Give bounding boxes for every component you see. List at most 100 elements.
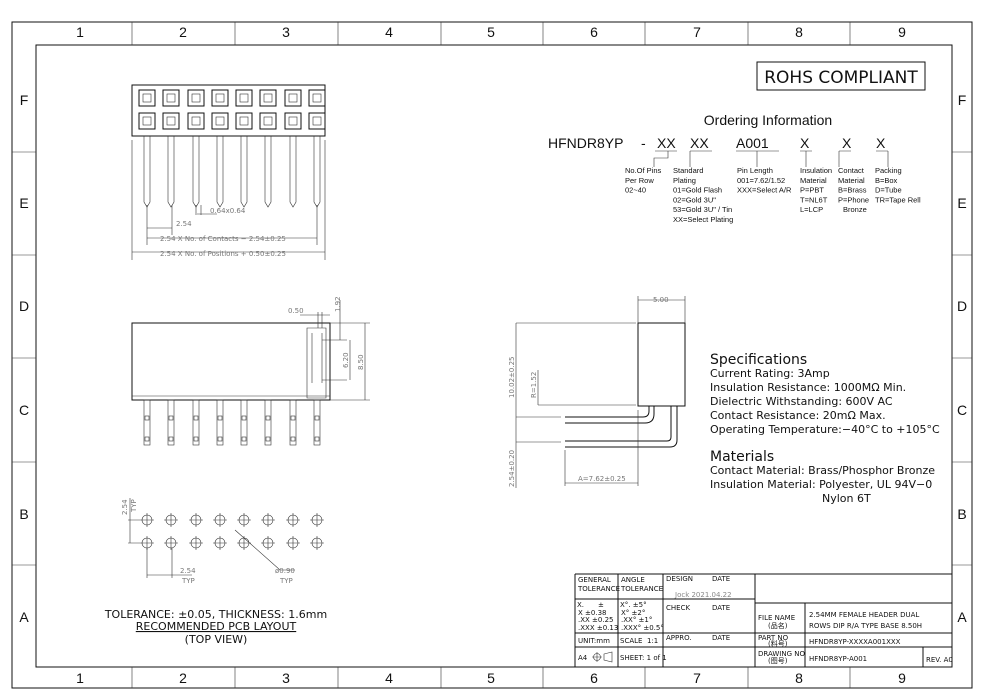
spec-line: Operating Temperature:−40°C to +105°C (710, 423, 940, 436)
drawing-no-label: DRAWING NO (758, 650, 805, 658)
frame-row-label: C (957, 402, 967, 418)
pcb-hole-cross (189, 513, 203, 527)
dim-850: 8.50 (357, 354, 365, 370)
scale-label: SCALE (620, 637, 642, 645)
code-contact: X (842, 135, 852, 151)
contact-cavity (235, 89, 253, 107)
frame-column-label: 2 (179, 24, 187, 40)
part-dash: - (641, 135, 646, 151)
pcb-hole-cross (189, 536, 203, 550)
contact-cavity-inner (166, 116, 176, 126)
ordering-option-packing: Packing (875, 166, 902, 175)
pcb-hole-cross (261, 513, 275, 527)
contact-cavity (259, 112, 277, 130)
frame-column-label: 4 (385, 670, 393, 686)
ordering-option-plating: 02=Gold 3U" (673, 195, 716, 204)
designer: Jock 2021.04.22 (674, 591, 732, 599)
ang-tol-value: .XXX° ±0.5° (621, 624, 664, 632)
pcb-hole-cross (310, 513, 324, 527)
contact-cavity (162, 112, 180, 130)
frame-column-label: 6 (590, 670, 598, 686)
contact-cavity (138, 89, 156, 107)
pin (192, 136, 200, 208)
pin-mark (241, 436, 247, 442)
sheet-size: A4 (578, 654, 588, 662)
contact-cavity-inner (239, 93, 249, 103)
pin (240, 399, 248, 446)
pcb-hole-cross (286, 513, 300, 527)
dim-height: 10.02±0.25 (508, 357, 516, 399)
specifications: Specifications Current Rating: 3Amp Insu… (710, 352, 940, 505)
ordering-option-plating: XX=Select Plating (673, 215, 733, 224)
ordering-option-insulation: Insulation (800, 166, 832, 175)
pin (313, 399, 321, 446)
pcb-tolerance: TOLERANCE: ±0.05, THICKNESS: 1.6mm (104, 608, 327, 621)
contact-cavity-inner (288, 116, 298, 126)
frame-row-label: C (19, 402, 29, 418)
ordering-option-pins: Per Row (625, 176, 654, 185)
pcb-typ: TYP (279, 577, 293, 585)
part-prefix: HFNDR8YP (548, 135, 623, 151)
pin (143, 136, 151, 208)
frame-row-label: F (958, 92, 967, 108)
dim-pitch: 2.54 (176, 220, 192, 228)
contact-cavity-inner (191, 93, 201, 103)
pin (216, 399, 224, 446)
ordering-option-plating: 53=Gold 3U" / Tin (673, 205, 732, 214)
frame-row-label: B (957, 506, 966, 522)
contact-cavity-inner (288, 93, 298, 103)
ordering-option-pin-length: 001=7.62/1.52 (737, 176, 785, 185)
pcb-hole-cross (140, 513, 154, 527)
pcb-hole-cross (213, 513, 227, 527)
gen-tol-value: .XXX ±0.13 (578, 624, 618, 632)
date-label: DATE (712, 575, 730, 583)
pin (143, 399, 151, 446)
pcb-layout: 2.54 TYP 2.54 TYP ø0.90 TYP TOLERANCE: ±… (104, 498, 327, 646)
contact-cavity (187, 89, 205, 107)
pin-mark (193, 436, 199, 442)
contact-cavity (187, 112, 205, 130)
material-line: Contact Material: Brass/Phosphor Bronze (710, 464, 935, 477)
contact-cavity (284, 89, 302, 107)
file-name: ROWS DIP R/A TYPE BASE 8.50H (809, 622, 922, 630)
ang-tol-value: .XX° ±1° (621, 616, 652, 624)
contact-cavity (308, 112, 326, 130)
pin-mark (314, 415, 320, 421)
revision: REV. A0 (926, 656, 953, 664)
dim-radius: R=1.52 (530, 372, 538, 398)
dim-contacts: 2.54 X No. of Contacts − 2.54±0.25 (160, 235, 286, 243)
ang-tol-value: X°. ±5° (620, 601, 647, 609)
frame-row-label: A (957, 609, 967, 625)
contact-cavity-inner (142, 116, 152, 126)
contact-cavity (138, 112, 156, 130)
pin-mark (290, 415, 296, 421)
contact-cavity-inner (215, 116, 225, 126)
ang-tol-value: X° ±2° (621, 609, 645, 617)
frame-column-label: 9 (898, 24, 906, 40)
frame-column-label: 7 (693, 24, 701, 40)
code-pins: XX (657, 135, 676, 151)
dim-192: 1.92 (334, 296, 342, 312)
date-label: DATE (712, 634, 730, 642)
frame-column-label: 8 (795, 670, 803, 686)
ordering-option-packing: B=Box (875, 176, 898, 185)
dim-row-pitch: 2.54±0.20 (508, 450, 516, 487)
part-number: HFNDR8YP-XXXXA001XXX (809, 638, 901, 646)
ordering-option-contact: Contact (838, 166, 865, 175)
ordering-option-packing: D=Tube (875, 186, 902, 195)
drawing-no-sub: (图号) (768, 657, 788, 665)
frame-row-label: E (19, 195, 28, 211)
file-name: 2.54MM FEMALE HEADER DUAL (809, 611, 919, 619)
pcb-title: RECOMMENDED PCB LAYOUT (136, 620, 297, 633)
frame-row-label: B (19, 506, 28, 522)
code-insulation: X (800, 135, 810, 151)
front-view-drawing: 0.50 1.92 6.20 8.50 (131, 296, 370, 446)
frame-row-label: F (20, 92, 29, 108)
side-view-drawing: 5.00 10.02±0.25 R=1.52 2.54±0.20 A=7.62±… (508, 296, 686, 488)
pcb-typ: TYP (130, 499, 138, 513)
ordering-option-pins: No.Of Pins (625, 166, 662, 175)
frame-column-label: 3 (282, 670, 290, 686)
frame-row-label: D (957, 298, 967, 314)
contact-cavity (259, 89, 277, 107)
